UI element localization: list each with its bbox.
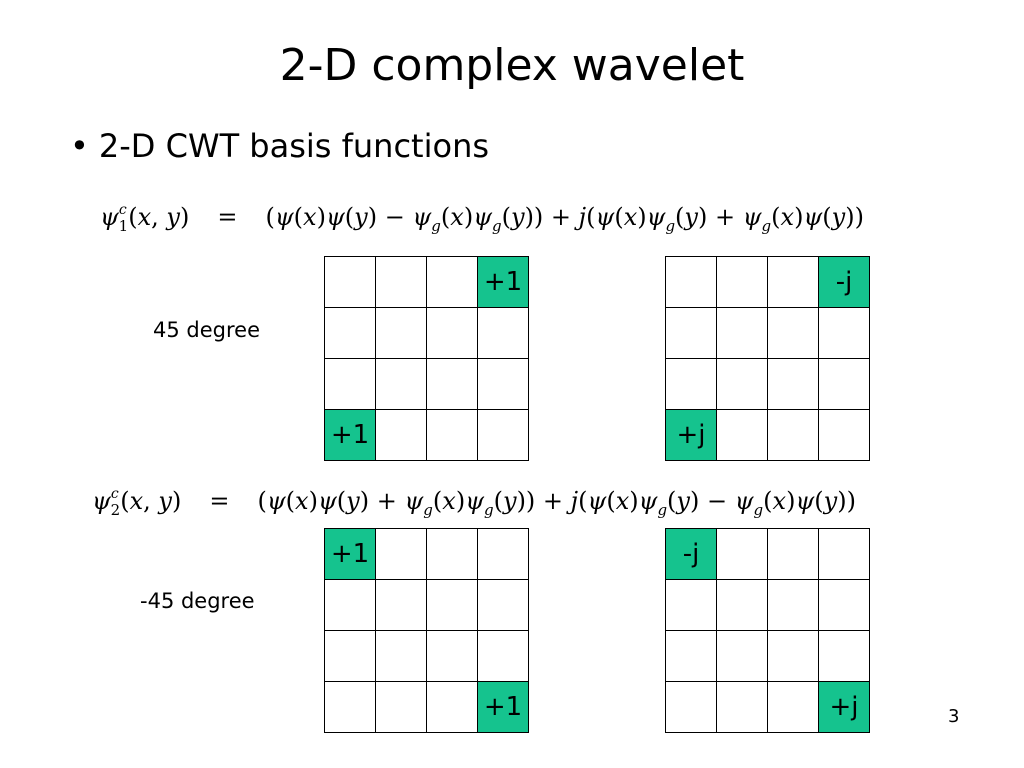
equation-psi2: ψc2(x, y)=(ψ(x)ψ(y) + ψg(x)ψg(y)) + j(ψ(… xyxy=(92,486,856,519)
grid-cell xyxy=(478,308,529,359)
grid-cell xyxy=(819,359,870,410)
grid-cell xyxy=(717,308,768,359)
grid-cell-highlighted: +1 xyxy=(325,410,376,461)
grid-cell xyxy=(768,308,819,359)
grid-m45-real: +1 +1 xyxy=(324,528,529,733)
grid-cell xyxy=(768,359,819,410)
grid-cell xyxy=(717,359,768,410)
grid-45-imag: -j +j xyxy=(665,256,870,461)
grid-45-real: +1 +1 xyxy=(324,256,529,461)
grid-cell-highlighted: +j xyxy=(666,410,717,461)
grid-cell-highlighted: +1 xyxy=(478,682,529,733)
grid-cell xyxy=(376,257,427,308)
grid-cell xyxy=(427,580,478,631)
grid-cell xyxy=(768,631,819,682)
grid-cell xyxy=(325,257,376,308)
grid-cell xyxy=(427,631,478,682)
grid-cell xyxy=(376,631,427,682)
equation-psi1: ψc1(x, y)=(ψ(x)ψ(y) − ψg(x)ψg(y)) + j(ψ(… xyxy=(100,202,864,235)
grid-cell xyxy=(717,631,768,682)
grid-cell xyxy=(666,308,717,359)
grid-cell xyxy=(325,631,376,682)
grid-cell xyxy=(666,359,717,410)
grid-cell xyxy=(478,580,529,631)
grid-cell xyxy=(376,529,427,580)
grid-cell xyxy=(478,529,529,580)
grid-cell-highlighted: -j xyxy=(666,529,717,580)
grid-cell xyxy=(376,359,427,410)
grid-cell xyxy=(427,682,478,733)
grid-cell xyxy=(325,308,376,359)
grid-cell xyxy=(666,580,717,631)
grid-cell-highlighted: +j xyxy=(819,682,870,733)
grid-cell xyxy=(325,359,376,410)
grid-cell xyxy=(666,682,717,733)
grid-cell xyxy=(717,529,768,580)
grid-cell xyxy=(427,308,478,359)
grid-cell xyxy=(819,580,870,631)
eq1-sub: 1 xyxy=(118,217,129,235)
grid-cell xyxy=(376,580,427,631)
grid-cell xyxy=(427,410,478,461)
grid-cell xyxy=(478,631,529,682)
grid-cell xyxy=(717,682,768,733)
grid-cell xyxy=(478,410,529,461)
grid-cell xyxy=(427,529,478,580)
grid-cell xyxy=(768,682,819,733)
grid-cell xyxy=(717,257,768,308)
eq2-sup: c xyxy=(110,486,119,502)
grid-cell xyxy=(717,410,768,461)
eq1-sup: c xyxy=(118,202,127,218)
grid-cell xyxy=(325,682,376,733)
grid-cell xyxy=(819,410,870,461)
bullet-text: 2-D CWT basis functions xyxy=(98,127,490,165)
slide-title: 2-D complex wavelet xyxy=(279,40,745,91)
grid-cell xyxy=(717,580,768,631)
eq2-sub: 2 xyxy=(110,501,121,519)
grid-cell xyxy=(376,308,427,359)
page-number: 3 xyxy=(948,706,960,727)
grid-cell xyxy=(427,359,478,410)
grid-cell xyxy=(768,257,819,308)
label-minus-45-degree: -45 degree xyxy=(140,589,255,613)
grid-cell xyxy=(666,257,717,308)
grid-cell-highlighted: -j xyxy=(819,257,870,308)
grid-cell xyxy=(376,410,427,461)
grid-cell xyxy=(768,580,819,631)
bullet-dot-icon: • xyxy=(70,127,89,165)
label-45-degree: 45 degree xyxy=(153,318,260,342)
grid-cell xyxy=(427,257,478,308)
grid-cell xyxy=(819,308,870,359)
bullet-item: •2-D CWT basis functions xyxy=(70,124,489,168)
grid-cell xyxy=(325,580,376,631)
grid-cell xyxy=(819,631,870,682)
grid-m45-imag: -j +j xyxy=(665,528,870,733)
grid-cell-highlighted: +1 xyxy=(478,257,529,308)
grid-cell xyxy=(478,359,529,410)
grid-cell-highlighted: +1 xyxy=(325,529,376,580)
grid-cell xyxy=(666,631,717,682)
grid-cell xyxy=(819,529,870,580)
grid-cell xyxy=(768,410,819,461)
grid-cell xyxy=(376,682,427,733)
grid-cell xyxy=(768,529,819,580)
